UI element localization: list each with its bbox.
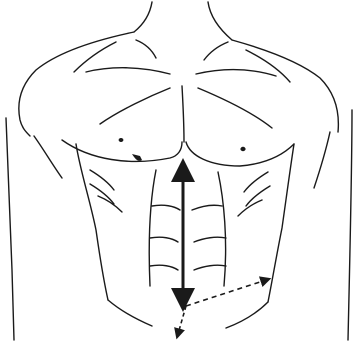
sternum-line — [182, 86, 184, 142]
lower-abdomen-right — [226, 302, 268, 328]
right-pectoral-lower — [186, 142, 294, 166]
dashed-arrow-right — [186, 280, 266, 306]
right-torso-side — [268, 144, 294, 302]
abs-row-1-right — [192, 205, 222, 210]
abs-row-2-right — [194, 237, 226, 242]
dashed-arrow-down — [178, 306, 186, 334]
abdominal-right-column — [218, 172, 226, 286]
left-arm-inner — [34, 136, 62, 178]
left-arm-outer — [6, 118, 14, 340]
neck-right-line — [208, 2, 232, 40]
left-pectoral-upper — [100, 88, 170, 124]
left-nipple — [119, 138, 124, 142]
lower-abdomen-left — [108, 300, 152, 326]
right-trapezius — [246, 50, 290, 82]
left-torso-side — [76, 144, 108, 300]
abs-row-3-left — [150, 265, 178, 270]
abdominal-left-column — [149, 170, 156, 286]
abs-row-1-left — [152, 205, 180, 210]
neck — [134, 2, 232, 60]
abs-row-3-right — [194, 265, 226, 270]
abs-row-2-left — [150, 237, 178, 242]
right-shoulder-outline — [232, 40, 338, 132]
right-clavicle — [196, 70, 276, 76]
neck-left-sternocleidomastoid — [136, 40, 156, 58]
right-serratus-1 — [238, 200, 262, 216]
navel-line — [178, 292, 192, 295]
left-shoulder-outline — [19, 32, 134, 136]
right-nipple — [240, 147, 245, 151]
shoulders — [19, 32, 339, 136]
right-arm-outer — [348, 110, 352, 340]
left-pectoral-lower — [62, 140, 182, 161]
right-pectoral-upper — [198, 88, 272, 128]
abdomen — [76, 144, 294, 328]
right-arm-inner — [314, 132, 330, 188]
neck-right-sternocleidomastoid — [204, 42, 228, 60]
chest — [62, 68, 294, 166]
right-rib-line-2 — [246, 186, 270, 206]
left-areola-mark — [132, 154, 142, 161]
left-rib-line-2 — [90, 184, 114, 204]
left-clavicle — [86, 68, 170, 74]
arms — [6, 110, 352, 340]
neck-left-line — [134, 2, 152, 32]
